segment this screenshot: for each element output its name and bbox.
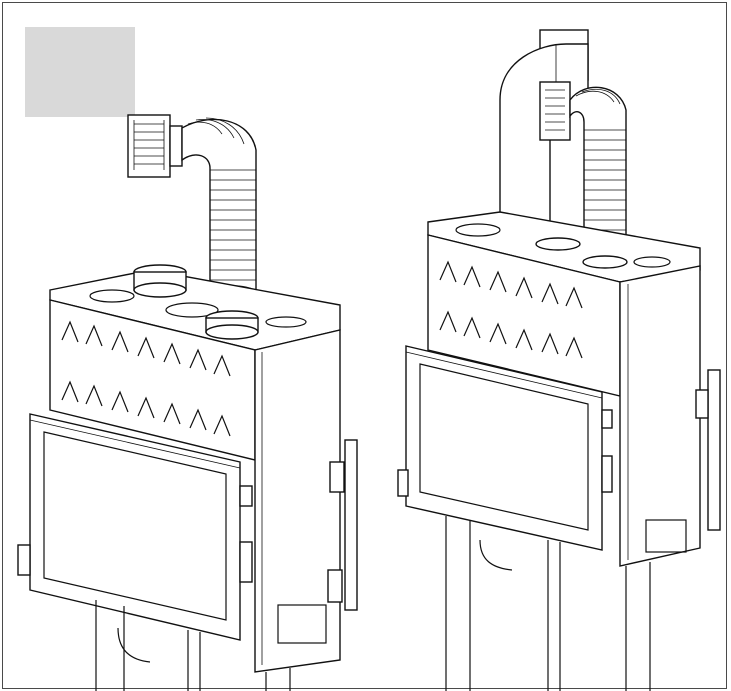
- body-right: [397, 211, 721, 691]
- flex-duct-right: [569, 86, 627, 263]
- fireplace-left: [17, 114, 358, 691]
- body-left: [17, 264, 358, 691]
- fireplace-right: [397, 29, 721, 691]
- wall-grille-right: [539, 81, 571, 141]
- flex-duct-left: [181, 117, 258, 303]
- step-badge: [25, 27, 135, 117]
- wall-grille-left: [127, 114, 183, 178]
